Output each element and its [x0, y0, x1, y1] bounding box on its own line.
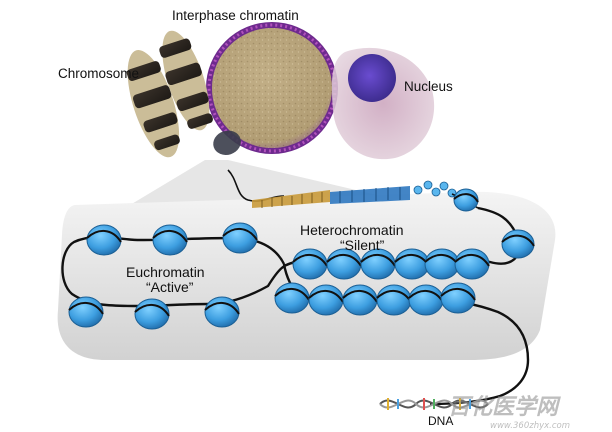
label-interphase-chromatin: Interphase chromatin [172, 8, 299, 23]
label-heterochromatin: Heterochromatin [300, 222, 404, 238]
euchromatin-nucleosomes [68, 188, 535, 330]
watermark: 百化医学网 www.360zhyx.com [448, 394, 570, 431]
watermark-url: www.360zhyx.com [490, 421, 570, 431]
label-nucleus: Nucleus [404, 79, 453, 94]
label-chromosome: Chromosome [58, 66, 139, 81]
label-euchromatin: Euchromatin [126, 264, 205, 280]
heterochromatin-nucleosomes [274, 248, 490, 316]
chromatin-fiber [227, 169, 479, 209]
nucleus [331, 47, 435, 160]
label-active: “Active” [146, 279, 194, 295]
interphase-chromatin [206, 22, 338, 154]
watermark-chinese: 百化医学网 [448, 394, 561, 420]
dna-helix [379, 398, 489, 410]
label-dna: DNA [428, 414, 453, 428]
label-silent: “Silent” [340, 237, 385, 253]
chromosome [126, 30, 241, 158]
